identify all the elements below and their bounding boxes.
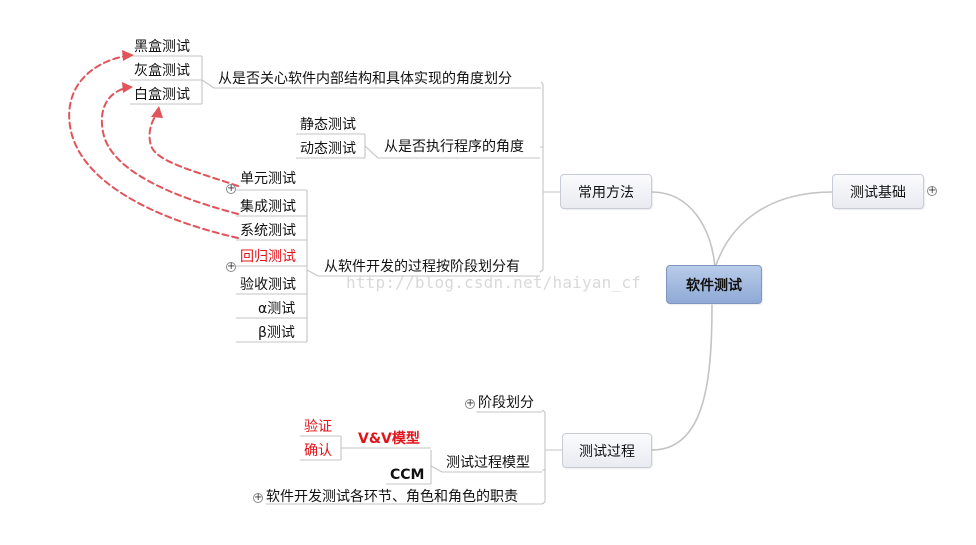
branch-test-process[interactable]: 测试过程 <box>562 433 652 468</box>
topic-execution-view[interactable]: 从是否执行程序的角度 <box>384 139 524 155</box>
branch-common-methods[interactable]: 常用方法 <box>560 174 652 209</box>
topic-static-test[interactable]: 静态测试 <box>300 117 356 133</box>
connector-verify-underlines <box>300 435 341 461</box>
topic-unit-test[interactable]: 单元测试 <box>240 171 296 187</box>
topic-gray-box[interactable]: 灰盒测试 <box>134 63 190 79</box>
arrowhead-black-box <box>122 50 134 61</box>
connector-process-bracket <box>541 409 562 505</box>
connector-structure-bracket <box>201 56 215 104</box>
topic-roles[interactable]: 软件开发测试各环节、角色和角色的职责 <box>266 489 518 505</box>
expand-test-basics-icon[interactable]: + <box>927 185 937 196</box>
topic-system-test[interactable]: 系统测试 <box>240 223 296 239</box>
topic-alpha-test[interactable]: α测试 <box>258 301 296 317</box>
topic-beta-test[interactable]: β测试 <box>258 325 295 341</box>
connector-central-process <box>651 304 713 451</box>
connector-box-underlines <box>130 55 202 105</box>
arrowhead-gray-box <box>122 82 133 93</box>
watermark-text: http://blog.csdn.net/haiyan_cf <box>346 273 641 292</box>
connector-phase-bracket <box>306 190 319 342</box>
arrow-system-to-black-box <box>68 55 239 239</box>
arrow-integration-to-gray-box <box>100 87 239 215</box>
topic-regression-test[interactable]: 回归测试 <box>240 249 296 265</box>
expand-unit-test-icon[interactable]: + <box>226 183 236 194</box>
central-topic[interactable]: 软件测试 <box>666 265 762 304</box>
topic-structure-view[interactable]: 从是否关心软件内部结构和具体实现的角度划分 <box>218 71 512 87</box>
expand-phase-division-icon[interactable]: + <box>465 398 475 409</box>
topic-validation[interactable]: 确认 <box>304 443 332 459</box>
topic-ccm[interactable]: CCM <box>390 467 425 483</box>
connector-central-basics <box>714 191 833 269</box>
topic-acceptance-test[interactable]: 验收测试 <box>240 277 296 293</box>
topic-black-box[interactable]: 黑盒测试 <box>134 39 190 55</box>
connector-central-methods <box>651 191 716 269</box>
connector-phase-item-underlines <box>236 189 307 343</box>
topic-vv-model[interactable]: V&V模型 <box>358 431 420 447</box>
topic-phase-view[interactable]: 从软件开发的过程按阶段划分有 <box>324 259 520 275</box>
connector-methods-bracket <box>539 81 560 273</box>
topic-verification[interactable]: 验证 <box>304 419 332 435</box>
arrowhead-white-box <box>151 106 163 118</box>
topic-white-box[interactable]: 白盒测试 <box>134 87 190 103</box>
arrow-unit-to-white-box <box>148 111 239 187</box>
expand-regression-test-icon[interactable]: + <box>226 261 236 272</box>
connector-static-dynamic-underlines <box>296 133 365 159</box>
topic-phase-division[interactable]: 阶段划分 <box>478 395 534 411</box>
branch-test-basics[interactable]: 测试基础 <box>832 174 924 209</box>
expand-roles-icon[interactable]: + <box>253 492 263 503</box>
topic-test-process-model[interactable]: 测试过程模型 <box>446 455 530 471</box>
topic-integration-test[interactable]: 集成测试 <box>240 199 296 215</box>
connector-vv-bracket <box>340 436 342 460</box>
connector-model-bracket <box>430 450 443 484</box>
connector-execution-bracket <box>364 134 379 159</box>
topic-dynamic-test[interactable]: 动态测试 <box>300 141 356 157</box>
